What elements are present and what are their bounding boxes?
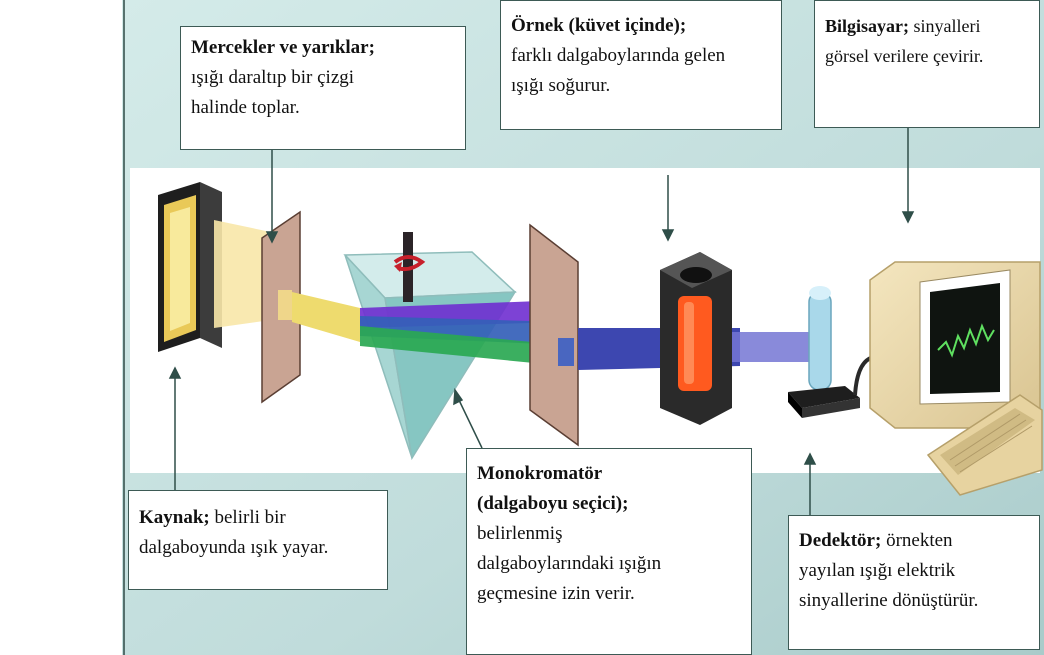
sample-title: Örnek (küvet içinde); — [511, 15, 687, 36]
keyboard-icon — [926, 394, 1043, 496]
rotation-arrow-icon — [393, 232, 426, 302]
computer-title: Bilgisayar; — [825, 16, 909, 36]
connector-lines — [168, 128, 915, 515]
lenses-slits-line-2: halinde toplar. — [191, 97, 300, 118]
monitor-signal-trace — [937, 323, 995, 358]
computer-title-rest: sinyalleri — [909, 16, 981, 36]
monochromator-title-2: (dalgaboyu seçici); — [477, 493, 629, 514]
exit-slit-icon — [529, 223, 579, 447]
detector-label: Dedektör; örnekten yayılan ışığı elektri… — [788, 515, 1040, 650]
detector-line-2: sinyallerine dönüştürür. — [799, 590, 979, 611]
monochromator-line-1: belirlenmiş — [477, 523, 563, 544]
detector-title: Dedektör; — [799, 530, 882, 551]
computer-line-1: görsel verilere çevirir. — [825, 46, 984, 66]
lenses-slits-title: Mercekler ve yarıklar; — [191, 37, 375, 58]
yellow-beam — [292, 292, 360, 342]
sample-label: Örnek (küvet içinde); farklı dalgaboylar… — [500, 0, 782, 130]
transmitted-beam — [720, 332, 818, 362]
light-source-lamp-icon — [158, 182, 222, 352]
detector-title-rest: örnekten — [881, 530, 953, 551]
source-label: Kaynak; belirli bir dalgaboyunda ışık ya… — [128, 490, 388, 590]
source-title-rest: belirli bir — [209, 507, 286, 528]
detector-line-1: yayılan ışığı elektrik — [799, 560, 956, 581]
monochromator-title-1: Monokromatör — [477, 463, 603, 484]
source-line-1: dalgaboyunda ışık yayar. — [139, 537, 329, 558]
computer-label: Bilgisayar; sinyalleri görsel verilere ç… — [814, 0, 1040, 128]
detector-tube-icon — [788, 286, 886, 418]
dispersed-beams — [360, 300, 565, 366]
lenses-slits-label: Mercekler ve yarıklar; ışığı daraltıp bi… — [180, 26, 466, 150]
monochromator-line-2: dalgaboylarındaki ışığın — [477, 553, 662, 574]
computer-monitor-icon — [869, 261, 1041, 429]
source-title: Kaynak; — [139, 507, 210, 528]
entrance-slit-icon — [261, 210, 301, 404]
sample-cuvette — [678, 296, 712, 391]
sample-line-1: farklı dalgaboylarında gelen — [511, 45, 726, 66]
monochromator-label: Monokromatör (dalgaboyu seçici); belirle… — [466, 448, 752, 655]
sample-line-2: ışığı soğurur. — [511, 75, 611, 96]
lenses-slits-line-1: ışığı daraltıp bir çizgi — [191, 67, 355, 88]
cuvette-holder-icon — [660, 252, 732, 425]
monochromator-line-3: geçmesine izin verir. — [477, 583, 635, 604]
